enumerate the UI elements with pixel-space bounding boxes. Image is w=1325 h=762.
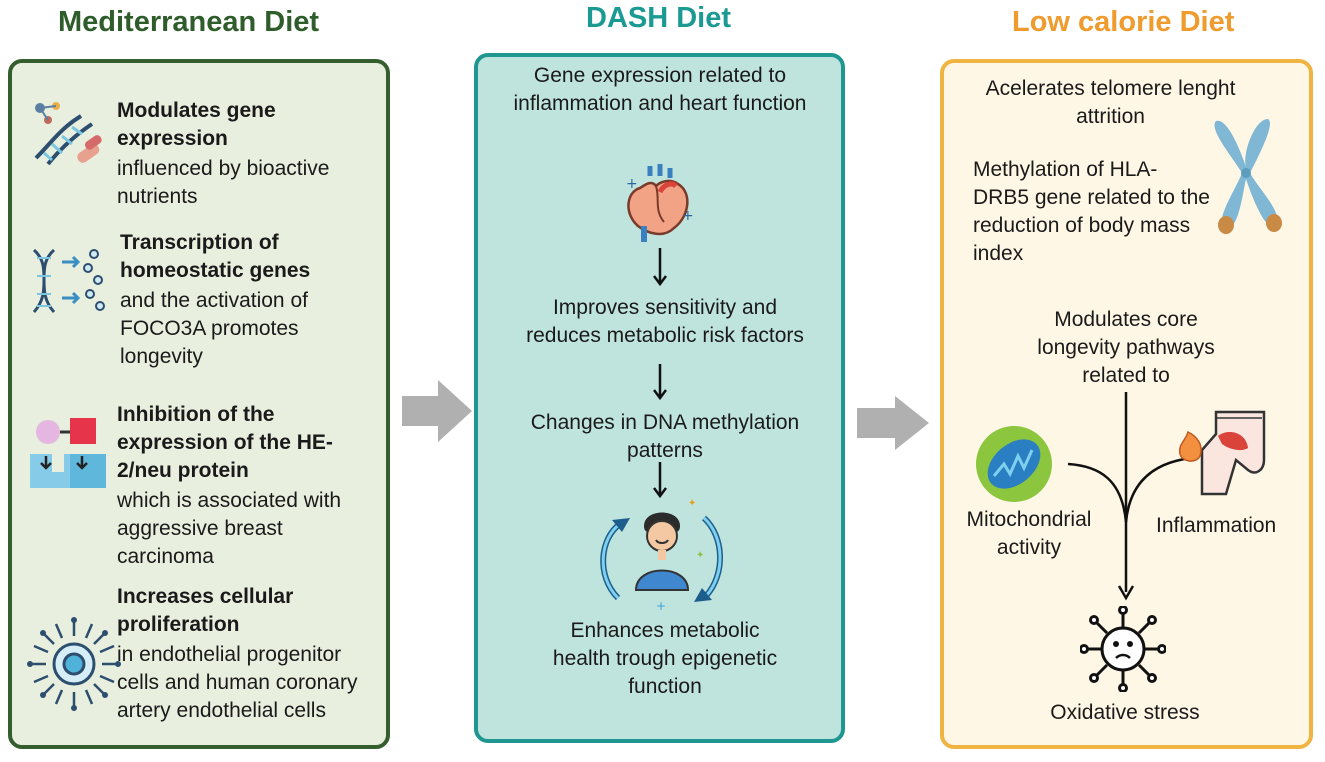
flow-arrow-1: [402, 380, 472, 442]
dash-step1: Gene expression related to inflammation …: [513, 64, 807, 115]
protein-inhibition-icon: [30, 418, 106, 488]
svg-text:✦: ✦: [688, 498, 696, 509]
med-item2-heading: Transcription of homeostatic genes: [120, 231, 311, 282]
flow-arrow-2: [857, 396, 929, 450]
dash-title: DASH Diet: [586, 2, 732, 34]
dash-arrow-1: [653, 248, 667, 287]
mitochondria-icon: [976, 426, 1052, 502]
low-calorie-title: Low calorie Diet: [1012, 6, 1235, 38]
svg-text:✦: ✦: [696, 550, 704, 561]
med-item3-heading: Inhibition of the expression of the HE-2…: [117, 403, 333, 482]
merge-arrows: [1067, 392, 1193, 601]
inflammation-label: Inflammation: [1156, 514, 1277, 537]
inflamed-joint-icon: [1178, 410, 1266, 496]
pathways-text: Modulates core longevity pathways relate…: [1037, 308, 1215, 387]
virus-icon: [1080, 606, 1166, 692]
methylation-text: Methylation of HLA-DRB5 gene related to …: [973, 158, 1210, 265]
dna-transcription-icon: [32, 248, 105, 314]
svg-text:+: +: [656, 599, 666, 610]
chromosome-icon: [1214, 119, 1282, 234]
heart-icon: + +: [626, 164, 694, 242]
dash-step2: Improves sensitivity and reduces metabol…: [526, 296, 804, 347]
dash-step3: Changes in DNA methylation patterns: [530, 411, 800, 462]
dash-arrow-3: [653, 462, 667, 499]
oxidative-label: Oxidative stress: [1050, 701, 1200, 724]
med-item4-heading: Increases cellular proliferation: [117, 585, 294, 636]
med-item4-body: in endothelial progenitor cells and huma…: [117, 643, 358, 722]
telomere-text: Acelerates telomere lenght attrition: [985, 77, 1236, 128]
dna-pills-icon: [34, 102, 102, 166]
mediterranean-panel: [8, 59, 390, 749]
med-item1-heading: Modulates gene expression: [117, 99, 276, 150]
med-item3-body: which is associated with aggressive brea…: [117, 489, 342, 568]
mito-label: Mitochondrial activity: [966, 508, 1092, 559]
mediterranean-title: Mediterranean Diet: [58, 6, 320, 38]
person-cycle-icon: ✦ ✦ +: [600, 498, 723, 610]
svg-text:+: +: [682, 208, 694, 224]
cell-icon: [27, 617, 121, 711]
dash-arrow-2: [653, 364, 667, 401]
dash-step4: Enhances metabolic health trough epigene…: [552, 619, 778, 698]
med-item1-body: influenced by bioactive nutrients: [117, 157, 330, 208]
med-item2-body: and the activation of FOCO3A promotes lo…: [120, 289, 308, 368]
svg-text:+: +: [626, 176, 638, 192]
